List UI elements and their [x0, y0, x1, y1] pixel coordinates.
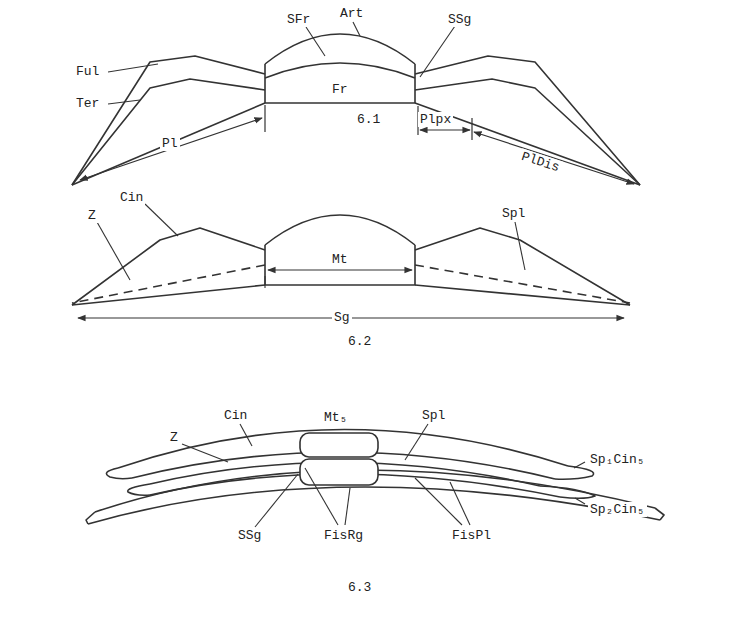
part-label: Cin — [222, 408, 249, 423]
figure-number: 6.2 — [346, 334, 373, 349]
figure-number: 6.1 — [355, 112, 382, 127]
part-label: FisPl — [450, 528, 493, 543]
part-label: Cin — [118, 190, 145, 205]
figure-number: 6.3 — [346, 580, 373, 595]
dimension-label: Pl — [160, 136, 180, 151]
part-label: Art — [338, 6, 365, 21]
dimension-label: PlDis — [518, 148, 564, 176]
part-label: Fr — [330, 82, 350, 97]
part-label: Sp₁Cin₅ — [588, 452, 647, 467]
dimension-label: Plpx — [418, 112, 453, 127]
figure-6-3 — [86, 424, 664, 527]
part-label: SSg — [446, 12, 473, 27]
part-label: Ter — [74, 96, 101, 111]
part-label: Sp₂Cin₅ — [588, 502, 647, 517]
dimension-label: Mt — [330, 252, 350, 267]
part-label: SFr — [285, 12, 312, 27]
part-label: Mt₅ — [322, 410, 349, 425]
figure-6-2 — [72, 204, 630, 318]
figure-6-1 — [72, 22, 640, 185]
part-label: Ful — [74, 64, 101, 79]
part-label: SSg — [236, 528, 263, 543]
part-label: Z — [86, 208, 98, 223]
part-label: Spl — [500, 206, 527, 221]
part-label: Spl — [420, 408, 447, 423]
part-label: Z — [168, 430, 180, 445]
part-label: FisRg — [322, 528, 365, 543]
dimension-label: Sg — [332, 310, 352, 325]
